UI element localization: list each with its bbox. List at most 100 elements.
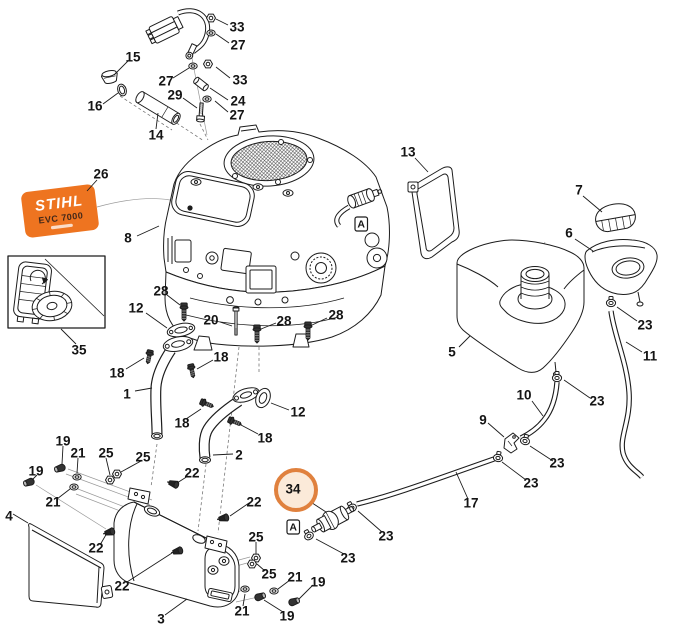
part-number-label-19: 19 — [55, 434, 70, 449]
bolt-29 — [196, 102, 206, 123]
part-number-label-23: 23 — [340, 551, 356, 566]
muffler-bracket-rear — [204, 535, 228, 554]
part-number-label-21: 21 — [70, 446, 86, 461]
rotation-arrow-icon — [29, 269, 48, 285]
part-exhaust-pipe-1 — [150, 335, 194, 440]
marker-letter-a2: A — [289, 522, 297, 534]
part-number-label-21: 21 — [234, 604, 250, 619]
part-number-label-25: 25 — [248, 530, 264, 545]
inset-flywheel-box — [7, 255, 106, 329]
highlighted-part-number: 34 — [285, 482, 301, 497]
part-number-label-19: 19 — [28, 464, 43, 479]
plug-cap-15 — [101, 69, 118, 84]
part-hose-17 — [356, 456, 495, 507]
part-number-label-15: 15 — [125, 50, 141, 65]
part-fuel-cap — [595, 203, 636, 233]
part-number-label-18: 18 — [257, 431, 273, 446]
connection-marker-a1: A — [354, 216, 369, 232]
part-number-label-29: 29 — [167, 88, 182, 103]
connection-marker-a2: A — [286, 519, 301, 535]
badge-brand-text: STIHL — [34, 192, 84, 215]
part-number-label-16: 16 — [87, 99, 103, 114]
part-number-label-28: 28 — [276, 314, 292, 329]
part-number-label-27: 27 — [230, 38, 245, 53]
part-fuel-tank — [456, 239, 585, 377]
engine-connector-plug — [334, 188, 383, 228]
part-number-label-14: 14 — [148, 128, 164, 143]
part-number-label-25: 25 — [135, 450, 151, 465]
part-number-label-17: 17 — [463, 496, 478, 511]
o-ring-16 — [117, 83, 127, 97]
marker-letter-a1: A — [357, 219, 365, 231]
part-number-label-23: 23 — [523, 476, 539, 491]
part-muffler — [113, 487, 240, 608]
part-number-label-5: 5 — [448, 345, 456, 360]
part-number-label-12: 12 — [128, 301, 143, 316]
part-number-label-19: 19 — [310, 575, 325, 590]
part-number-label-25: 25 — [261, 567, 277, 582]
part-heat-shield — [28, 523, 114, 608]
part-number-label-28: 28 — [328, 308, 344, 323]
harness-connector — [145, 16, 184, 45]
part-number-label-2: 2 — [235, 448, 243, 463]
engine-lower-details — [167, 232, 388, 351]
wiring-harness — [145, 8, 211, 60]
spacer-24 — [193, 76, 209, 92]
part-clip-9 — [503, 432, 520, 454]
part-number-label-20: 20 — [203, 313, 218, 328]
muffler-bracket-front — [127, 487, 151, 505]
part-number-label-4: 4 — [5, 509, 13, 524]
part-number-label-22: 22 — [88, 541, 103, 556]
engine-recoil-panel — [171, 171, 255, 227]
part-number-label-27: 27 — [158, 74, 173, 89]
dashed-guide-lines — [119, 95, 260, 534]
part-number-label-23: 23 — [549, 456, 565, 471]
part-number-label-24: 24 — [230, 94, 246, 109]
part-number-label-18: 18 — [109, 366, 125, 381]
flywheel — [31, 290, 73, 322]
part-number-label-8: 8 — [124, 231, 132, 246]
part-number-label-1: 1 — [123, 387, 131, 402]
part-hose-11 — [608, 310, 645, 479]
leader-lines — [12, 18, 643, 616]
part-number-label-22: 22 — [184, 466, 199, 481]
part-fuel-filter-34 — [311, 505, 354, 533]
ring-terminal — [185, 43, 198, 60]
part-number-label-23: 23 — [637, 318, 653, 333]
part-gasket-12a — [166, 322, 196, 338]
highlighted-part-34-badge[interactable]: 34 — [274, 468, 318, 512]
part-number-label-3: 3 — [157, 612, 165, 627]
stihl-badge: STIHL EVC 7000 — [21, 184, 99, 238]
tank-filler-neck — [517, 266, 553, 310]
part-number-label-27: 27 — [229, 108, 244, 123]
part-gasket-13 — [407, 166, 460, 260]
engine-fan-grille — [223, 135, 315, 187]
part-exhaust-pipe-2 — [198, 387, 260, 464]
part-number-label-7: 7 — [575, 183, 583, 198]
top-fasteners — [101, 13, 216, 125]
part-number-label-35: 35 — [71, 343, 87, 358]
part-number-label-10: 10 — [516, 388, 531, 403]
part-number-label-25: 25 — [98, 446, 114, 461]
part-gasket-12b — [255, 387, 271, 409]
part-number-label-28: 28 — [153, 284, 169, 299]
part-number-label-22: 22 — [246, 495, 261, 510]
part-number-label-6: 6 — [565, 226, 573, 241]
part-number-label-23: 23 — [378, 529, 394, 544]
part-number-label-21: 21 — [287, 570, 303, 585]
part-tank-bracket — [584, 239, 658, 307]
part-number-label-21: 21 — [45, 495, 61, 510]
part-number-label-23: 23 — [589, 394, 605, 409]
part-number-label-12: 12 — [290, 405, 305, 420]
part-number-label-18: 18 — [174, 416, 190, 431]
part-number-label-19: 19 — [279, 609, 294, 624]
part-number-label-18: 18 — [213, 350, 229, 365]
part-number-label-33: 33 — [229, 20, 245, 35]
part-number-label-26: 26 — [93, 167, 109, 182]
part-number-label-22: 22 — [114, 579, 129, 594]
part-engine — [163, 124, 390, 351]
part-number-label-11: 11 — [643, 349, 658, 364]
